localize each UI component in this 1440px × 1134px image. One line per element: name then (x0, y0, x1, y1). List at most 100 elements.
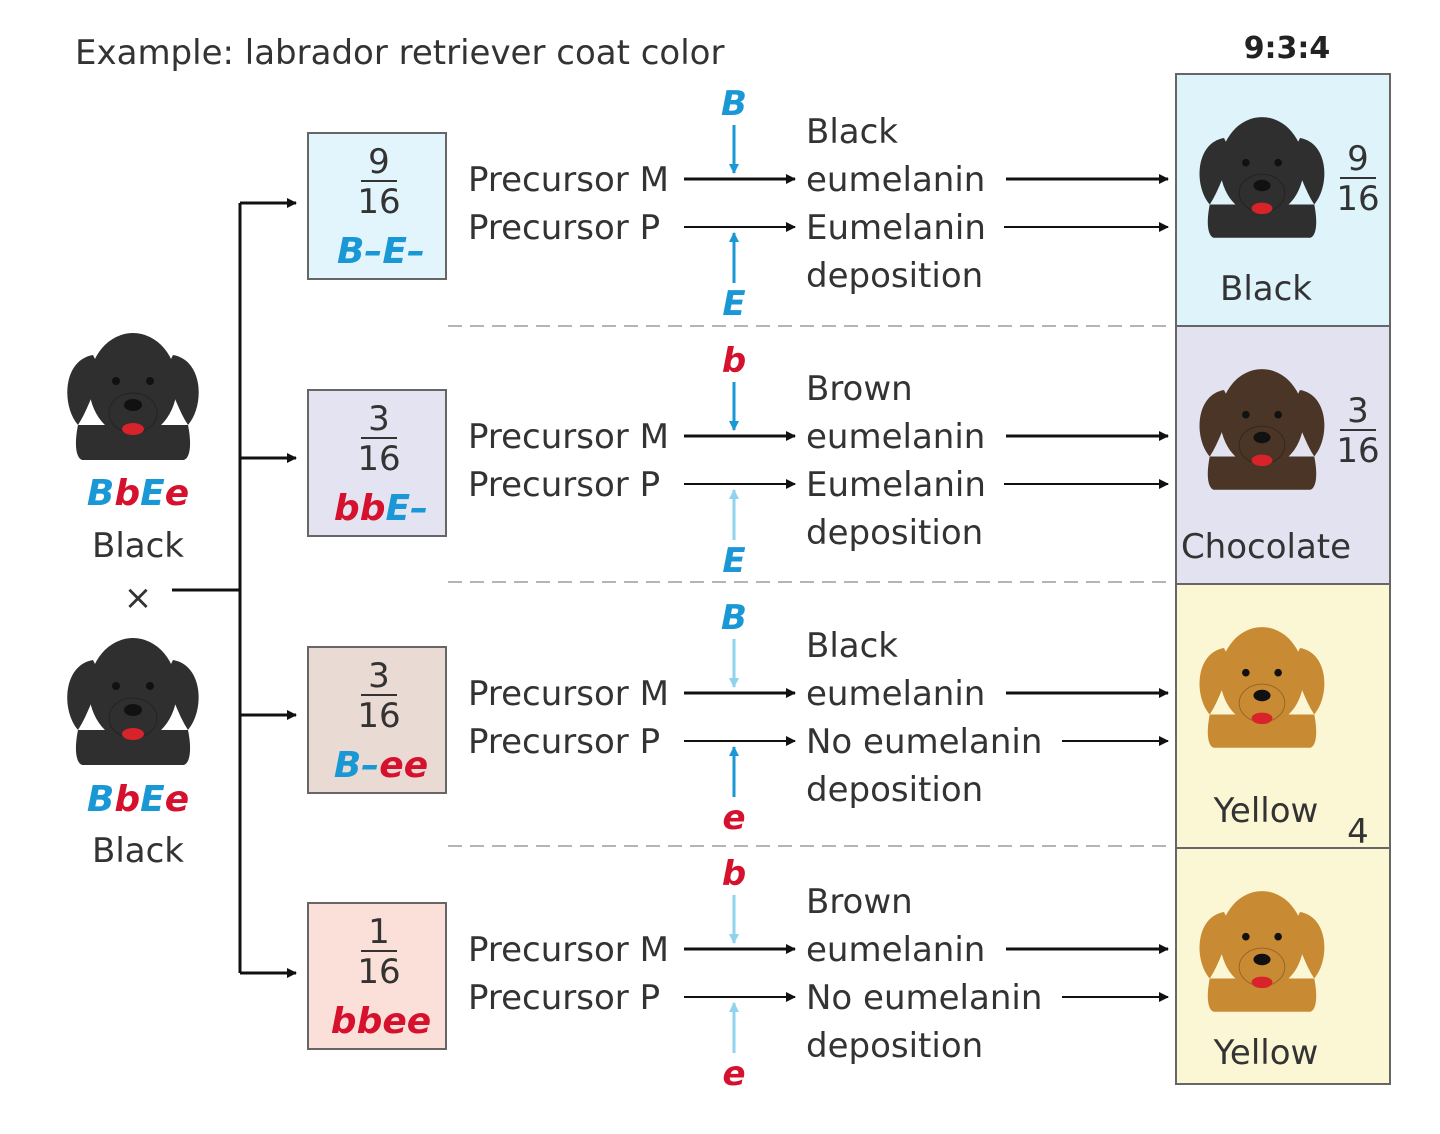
fraction-numerator: 4 (1347, 812, 1369, 852)
allele-letter: E (382, 231, 407, 272)
genotype-fraction: 116 (357, 912, 400, 992)
deposition-label: deposition (806, 770, 983, 810)
allele-bottom: E (722, 284, 745, 324)
pigment-label: Brown (806, 369, 913, 409)
allele-bottom: E (722, 541, 745, 581)
genotype-fraction: 316 (357, 656, 400, 736)
outcome-panel-3: Yellow416 (1175, 583, 1391, 892)
allele-top: B (721, 84, 747, 124)
chocolate-labrador-icon (1199, 369, 1325, 490)
pigment-label: Black (806, 626, 898, 666)
allele-letter: b (357, 1001, 383, 1042)
fraction-numerator: 3 (368, 656, 390, 696)
deposition-label: No eumelanin (806, 722, 1042, 762)
allele-letter: b (360, 488, 386, 529)
precursor-m: Precursor M (468, 417, 669, 457)
phenotype-label: Black (1220, 269, 1312, 309)
cross-symbol: × (124, 578, 153, 618)
fraction-denominator: 16 (357, 182, 400, 222)
phenotype-label: Chocolate (1181, 527, 1351, 567)
black-labrador-icon (67, 333, 199, 460)
allele-letter: E (140, 473, 165, 514)
allele-bottom: e (722, 1054, 745, 1094)
genotype-box (307, 132, 447, 280)
allele-letter: B (334, 745, 361, 786)
phenotype-label: Yellow (1213, 1033, 1319, 1073)
allele-letter: e (379, 745, 403, 786)
allele-letter: B (337, 231, 364, 272)
genotype-fraction: 916 (357, 142, 400, 222)
deposition-label: deposition (806, 513, 983, 553)
allele-letter: e (165, 779, 189, 820)
genotype-label: bbE– (334, 488, 428, 529)
allele-letter: E (140, 779, 165, 820)
phenotype-label: Yellow (1213, 791, 1319, 831)
genotype-box (307, 646, 447, 794)
outcome-panels: Black916Chocolate316Yellow416Yellow (1175, 73, 1391, 1085)
precursor-p: Precursor P (468, 465, 660, 505)
fraction-numerator: 9 (368, 142, 390, 182)
allele-letter: – (407, 231, 425, 272)
allele-top: b (722, 854, 746, 894)
precursor-m: Precursor M (468, 930, 669, 970)
yellow-labrador-icon (1199, 891, 1325, 1012)
precursor-p: Precursor P (468, 208, 660, 248)
fraction-numerator: 3 (368, 399, 390, 439)
black-labrador-icon (1199, 117, 1325, 238)
allele-top: b (722, 341, 746, 381)
deposition-label: deposition (806, 1026, 983, 1066)
pigment-label: eumelanin (806, 417, 985, 457)
diagram-title: Example: labrador retriever coat color (75, 33, 724, 73)
deposition-label: Eumelanin (806, 208, 986, 248)
fraction-denominator: 16 (1336, 179, 1379, 219)
phenotype-fraction: 916 (1336, 139, 1379, 219)
genotype-label: B–E– (337, 231, 425, 272)
precursor-p: Precursor P (468, 978, 660, 1018)
deposition-label: deposition (806, 256, 983, 296)
genotype-label: B–ee (334, 745, 428, 786)
deposition-label: No eumelanin (806, 978, 1042, 1018)
pigment-label: Brown (806, 882, 913, 922)
allele-letter: b (331, 1001, 357, 1042)
yellow-labrador-icon (1199, 627, 1325, 748)
fraction-denominator: 16 (357, 439, 400, 479)
parent-genotype: BbEe (87, 779, 189, 820)
allele-bottom: e (722, 798, 745, 838)
outcome-panel-1: Black 916 (1175, 73, 1391, 327)
fraction-numerator: 1 (368, 912, 390, 952)
black-labrador-icon (67, 638, 199, 765)
allele-top: B (721, 598, 747, 638)
allele-letter: b (114, 779, 140, 820)
precursor-p: Precursor P (468, 722, 660, 762)
allele-letter: e (404, 745, 428, 786)
pigment-label: eumelanin (806, 160, 985, 200)
allele-letter: E (385, 488, 410, 529)
cross-lines (172, 198, 297, 978)
deposition-label: Eumelanin (806, 465, 986, 505)
allele-letter: e (407, 1001, 431, 1042)
pigment-label: eumelanin (806, 930, 985, 970)
parent-phenotype: Black (92, 831, 184, 871)
genotype-label: bbee (331, 1001, 431, 1042)
allele-letter: B (87, 779, 114, 820)
outcome-panel-4: Yellow (1175, 847, 1391, 1085)
precursor-m: Precursor M (468, 674, 669, 714)
allele-letter: – (361, 745, 379, 786)
parent-phenotype: Black (92, 526, 184, 566)
pigment-label: eumelanin (806, 674, 985, 714)
fraction-denominator: 16 (357, 952, 400, 992)
fraction-numerator: 3 (1347, 391, 1369, 431)
row-separators (448, 325, 1170, 847)
phenotype-ratio: 9:3:4 (1244, 31, 1331, 66)
allele-letter: – (364, 231, 382, 272)
